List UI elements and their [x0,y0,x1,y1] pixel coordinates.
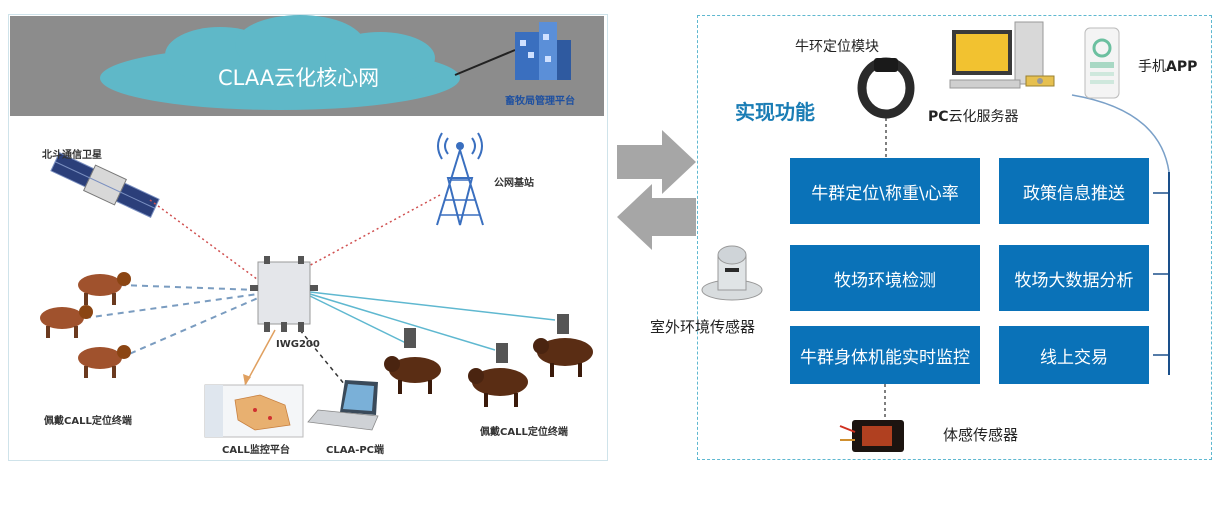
arrow-left-icon [617,184,696,250]
pc-server-label: PC云化服务器 [928,106,1019,126]
body-sensor-icon [839,420,904,452]
phone-connector [1071,94,1170,173]
exchange-arrows [617,130,696,250]
right-panel [697,15,1212,460]
phone-app-label-bold: APP [1166,59,1198,75]
tower-label: 公网基站 [494,178,534,189]
gateway-links [84,194,556,386]
function-box-environment-detection: 牧场环境检测 [790,245,980,311]
right-diagram-svg [701,21,1170,452]
phone-icon [1084,27,1120,99]
satellite-label: 北斗通信卫星 [42,150,102,161]
cow-icon-right-2 [468,343,528,407]
monitor-platform-label: CALL监控平台 [222,445,290,456]
pc-client-label: CLAA-PC端 [326,445,385,456]
function-box-policy-push: 政策信息推送 [999,158,1149,224]
monitor-platform-icon [204,384,304,438]
cow-icon-left-1 [78,272,131,305]
pc-server-label-bold: PC [928,109,949,125]
function-box-big-data: 牧场大数据分析 [999,245,1149,311]
pc-server-label-rest: 云化服务器 [948,109,1019,125]
arrow-right-icon [617,130,696,194]
body-sensor-label: 体感传感器 [943,426,1019,444]
cloud-platform-link [454,49,516,76]
cloud-label: CLAA云化核心网 [218,66,380,90]
platform-label: 畜牧局管理平台 [505,96,575,107]
phone-app-label-prefix: 手机 [1138,59,1166,75]
collar-icon [857,57,915,119]
pc-server-icon [949,21,1055,89]
cloud-shape [100,15,460,110]
building-icon [515,22,571,80]
function-box-positioning: 牛群定位\称重\心率 [790,158,980,224]
satellite-icon [50,152,160,218]
outdoor-sensor-label: 室外环境传感器 [650,318,756,336]
left-diagram-svg [40,15,593,438]
tag-label-right: 佩戴CALL定位终端 [480,427,568,438]
cow-icon-left-2 [40,305,93,338]
gateway-label: IWG200 [276,339,320,350]
collar-module-label: 牛环定位模块 [795,39,879,55]
cow-icon-right-3 [533,314,593,377]
functions-title: 实现功能 [735,100,815,124]
outdoor-sensor-icon [701,245,763,301]
tag-label-left: 佩戴CALL定位终端 [44,416,132,427]
laptop-icon [307,380,379,431]
function-box-online-trade: 线上交易 [999,326,1149,384]
tower-icon [436,132,484,226]
function-box-health-monitor: 牛群身体机能实时监控 [790,326,980,384]
gateway-icon [250,256,318,332]
cow-icon-right-1 [384,328,441,394]
cow-icon-left-3 [78,345,131,378]
phone-app-label: 手机APP [1138,56,1197,76]
